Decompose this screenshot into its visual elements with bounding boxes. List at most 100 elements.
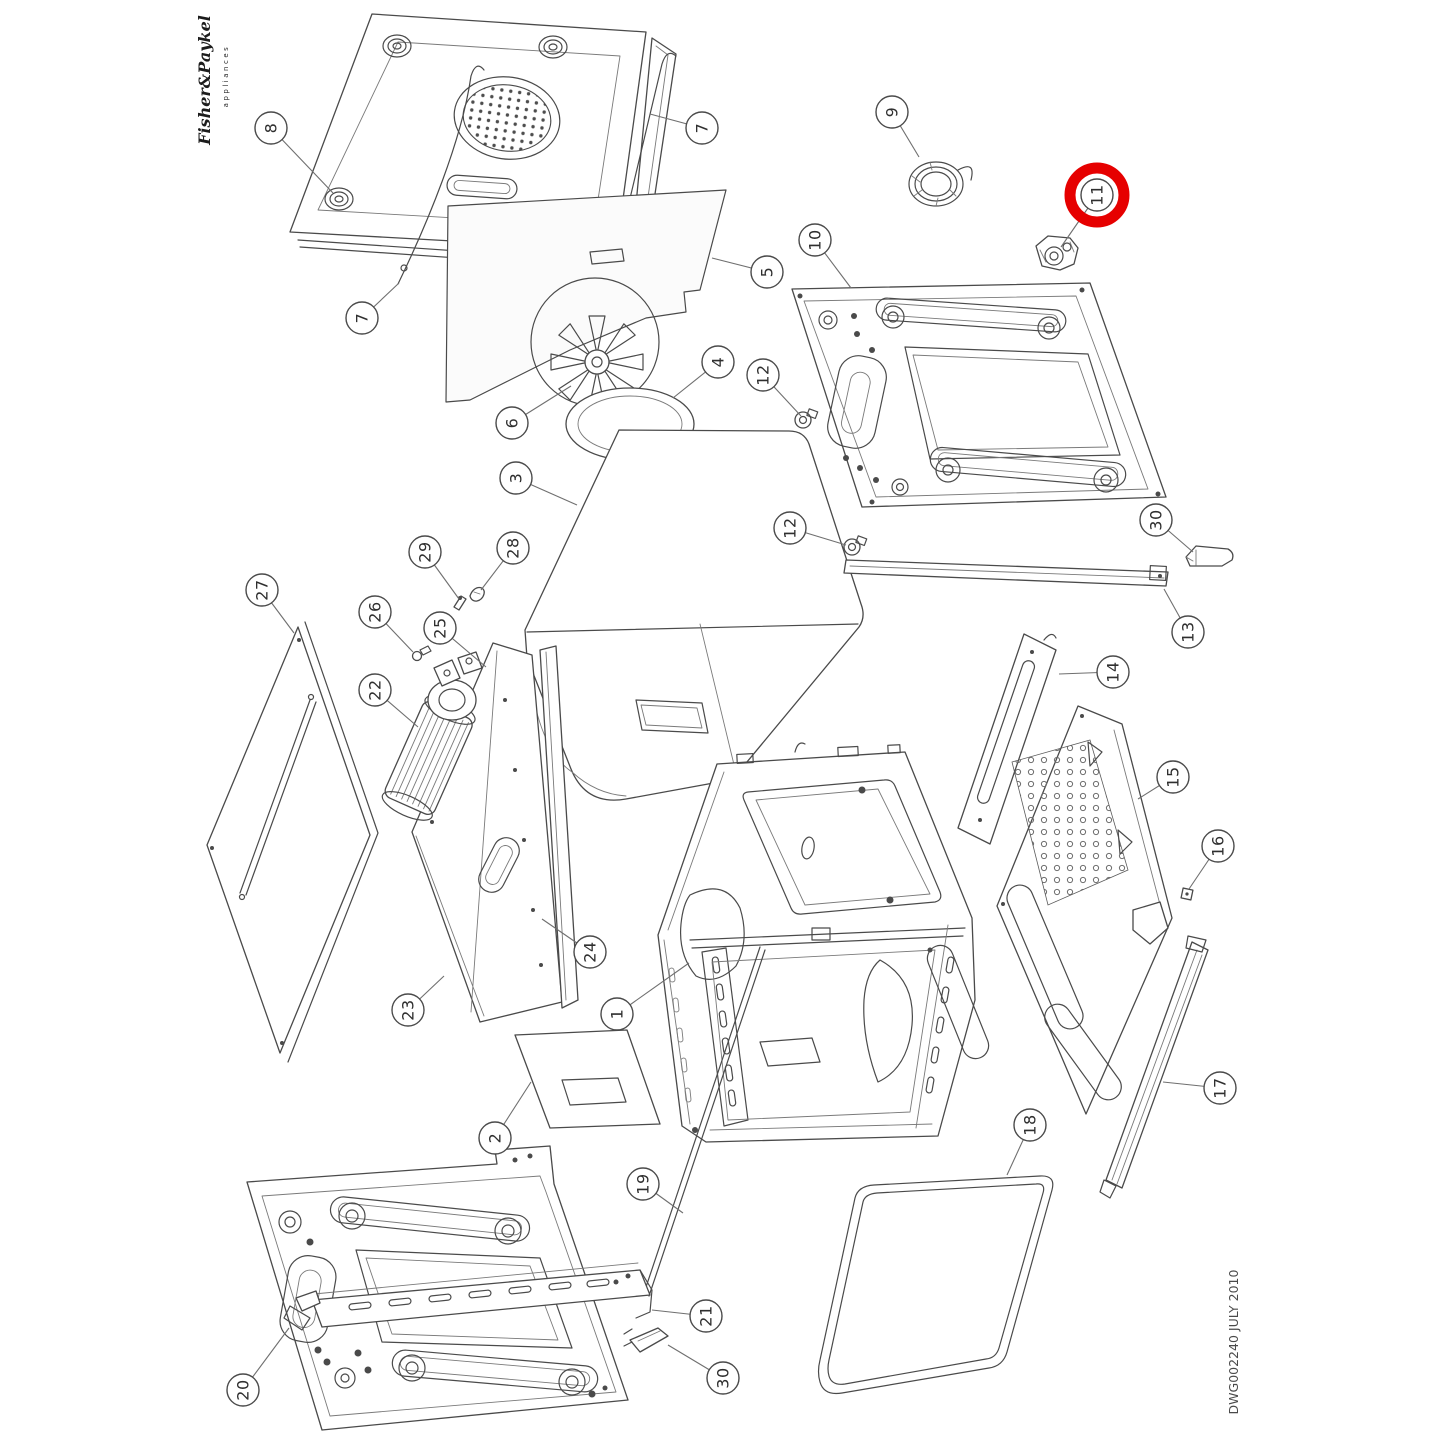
part-24-wrap-rail [539,645,579,1009]
callout-22: 22 [358,673,419,728]
callout-balloon [1203,1071,1237,1105]
callout-label: 15 [1164,766,1183,787]
callout-label: 18 [1021,1114,1040,1135]
lid-foot-top-left [382,34,412,58]
callout-label: 10 [806,229,825,250]
part-6-fan-assembly [530,277,660,409]
callout-label: 27 [253,579,272,600]
callout-10: 10 [798,223,852,289]
part-3-tub [524,429,864,801]
callout-11: 11 [1060,162,1130,248]
callout-14: 14 [1058,655,1130,689]
callout-label: 4 [709,357,728,368]
callout-label: 2 [486,1133,505,1144]
callout-balloon [1096,655,1130,689]
callout-label: 1 [608,1009,627,1020]
callout-27: 27 [245,573,295,634]
callout-balloon [1201,829,1235,863]
callout-balloon [226,1373,260,1407]
callout-label: 6 [503,418,522,429]
part-17-door-rail [1099,935,1209,1199]
callout-30: 30 [1139,503,1194,553]
part-12-clip-lower [843,535,868,556]
highlight-ring [1064,162,1130,228]
callout-label: 3 [507,473,526,484]
callout-12: 12 [773,511,847,546]
callout-2: 2 [478,1081,532,1155]
part-8-lid-panel [289,13,647,251]
callout-balloon [773,511,807,545]
callout-29: 29 [408,535,460,600]
callout-balloon [1156,760,1190,794]
callout-19: 19 [626,1167,684,1214]
callout-balloon [573,935,607,969]
callout-balloon [496,531,530,565]
callout-20: 20 [226,1327,290,1407]
callout-4: 4 [672,345,735,399]
callout-balloon [1139,503,1173,537]
part-22-pump-motor [381,651,483,821]
panel-slot-lower [391,1349,599,1396]
callout-label: 7 [353,313,372,324]
lid-handle-pocket [827,355,887,449]
lid-foot-bottom-left [324,187,354,211]
part-18-door-gasket [817,1175,1054,1395]
callout-balloon [478,1121,512,1155]
lid-slot [446,174,518,200]
callout-5: 5 [711,255,784,289]
callout-6: 6 [495,385,572,440]
callout-21: 21 [651,1299,723,1333]
callout-label: 19 [634,1173,653,1194]
callout-17: 17 [1162,1071,1237,1105]
part-28-clip [469,586,485,602]
part-19-rod [643,946,766,1297]
lid-foot-top-right [538,35,568,59]
callout-label: 28 [504,537,523,558]
callout-label: 11 [1088,184,1107,205]
callout-7: 7 [649,111,719,145]
callout-7: 7 [345,282,400,335]
callout-balloon [689,1299,723,1333]
callout-label: 8 [262,123,281,134]
callout-1: 1 [600,962,690,1031]
part-9-coil-seal [908,161,973,207]
part-11-inlet-valve [1035,235,1079,271]
callout-balloon [495,406,529,440]
brand-logo-subtext: appliances [222,45,230,108]
part-5-insulation-panel [445,189,727,403]
callout-label: 25 [431,617,450,638]
callout-balloon [1013,1108,1047,1142]
callout-balloon [600,997,634,1031]
callout-26: 26 [358,595,414,653]
callout-16: 16 [1188,829,1235,890]
callout-balloon [798,223,832,257]
callout-23: 23 [391,975,445,1027]
callout-label: 12 [781,517,800,538]
callout-balloon [1171,615,1205,649]
callout-18: 18 [1006,1108,1047,1176]
callout-label: 17 [1211,1077,1230,1098]
callout-label: 16 [1209,835,1228,856]
callout-3: 3 [499,461,578,506]
callout-label: 22 [366,679,385,700]
brand-logo: Fisher&Paykel [195,15,214,146]
callout-8: 8 [254,111,334,194]
callout-label: 9 [883,107,902,118]
part-30-clip-bottom [623,1327,669,1353]
callout-24: 24 [541,918,607,969]
part-27-side-outer-panel [206,621,379,1063]
panel-slot-upper [329,1196,531,1245]
callout-balloon [626,1167,660,1201]
callout-label: 21 [697,1305,716,1326]
part-1-chassis [657,742,990,1143]
callout-balloon [685,111,719,145]
part-15-side-panel [996,705,1173,1115]
callout-balloon [750,255,784,289]
callout-balloon [358,595,392,629]
callout-13: 13 [1163,588,1205,649]
callout-label: 30 [1147,509,1166,530]
callout-label: 12 [754,364,773,385]
